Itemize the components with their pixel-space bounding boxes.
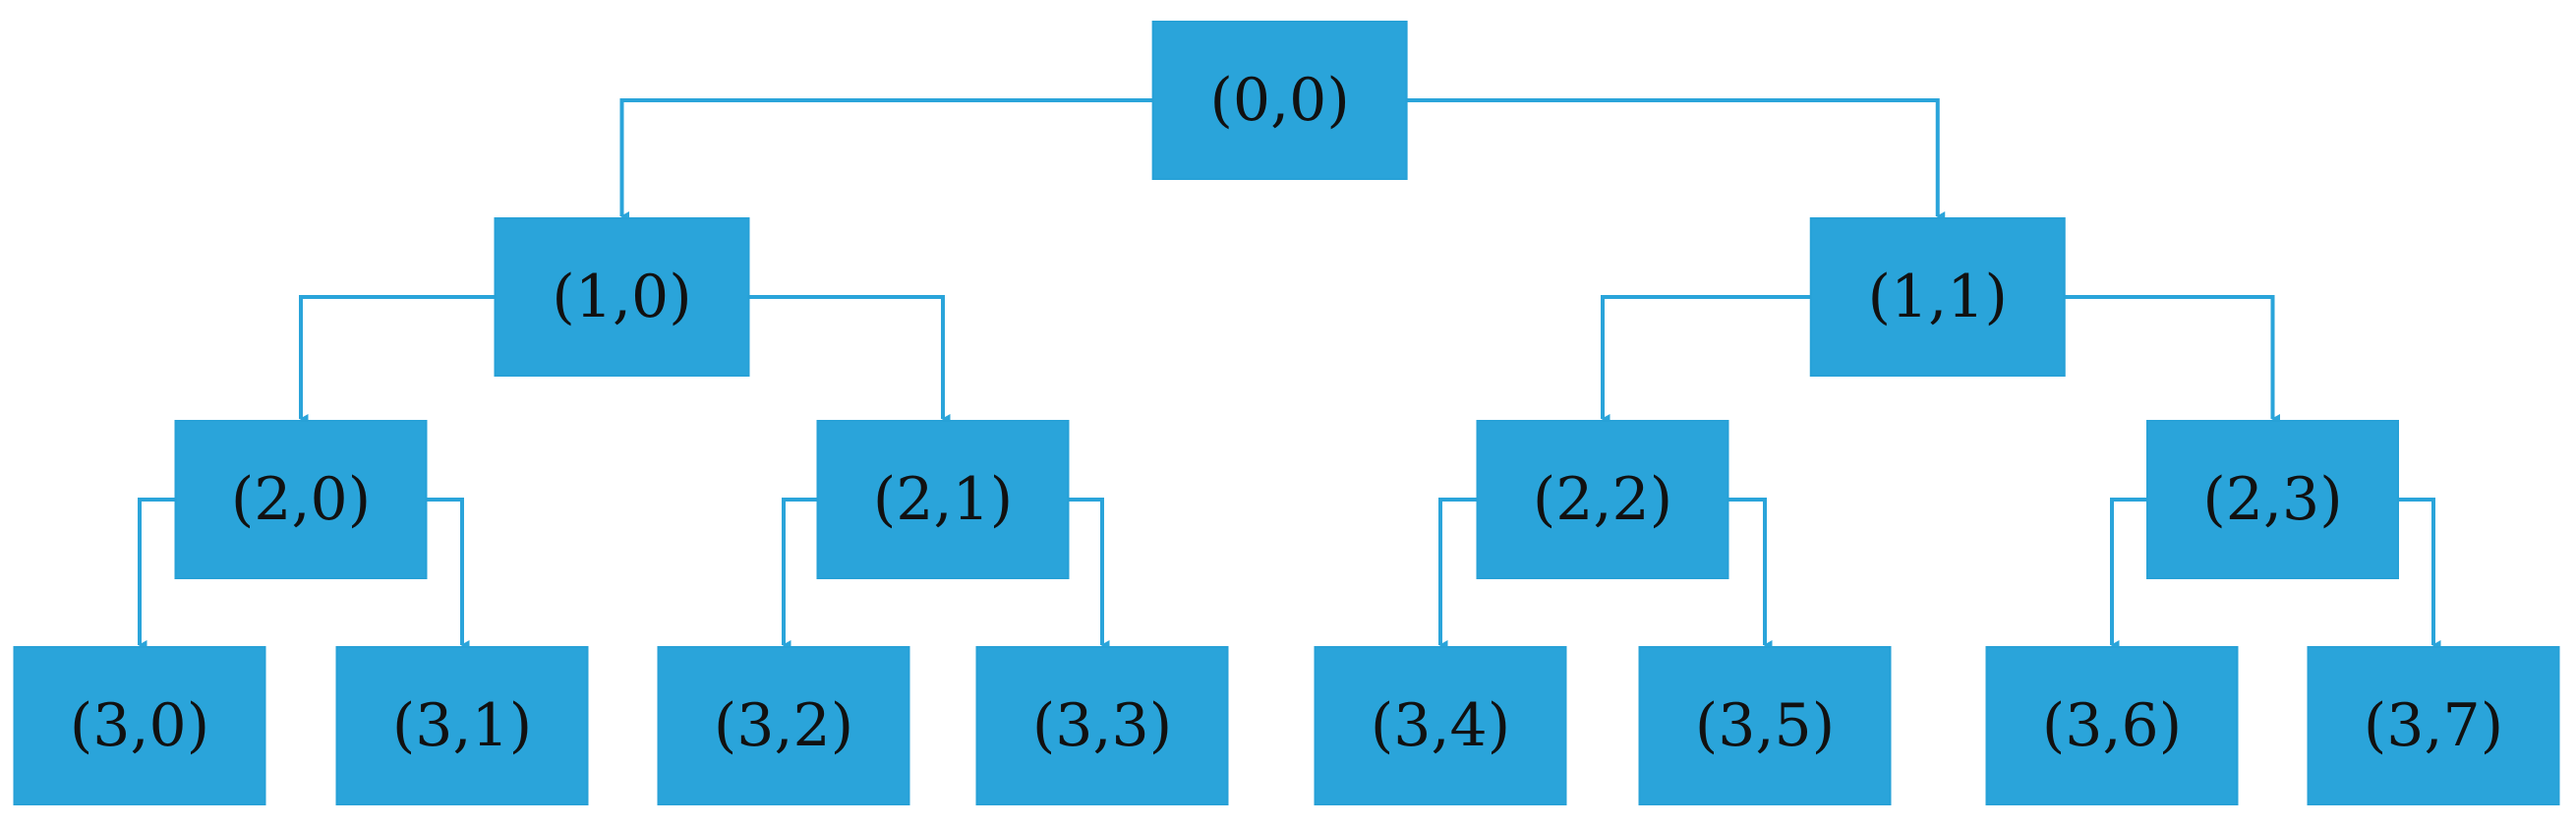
- tree-node-box-3-4: [1314, 646, 1567, 805]
- edge-2-1-to-3-3: [1068, 498, 1110, 650]
- tree-node-3-2: (3,2): [657, 646, 910, 805]
- tree-node-label-2-0: (2,0): [231, 465, 371, 534]
- tree-node-label-3-6: (3,6): [2042, 691, 2182, 760]
- edge-2-2-to-3-5: [1727, 498, 1773, 650]
- edge-1-0-to-2-0: [299, 295, 496, 424]
- tree-node-1-0: (1,0): [494, 217, 750, 377]
- tree-node-1-1: (1,1): [1809, 217, 2066, 377]
- tree-node-box-2-3: [2146, 420, 2399, 579]
- tree-node-3-4: (3,4): [1314, 646, 1567, 805]
- tree-node-label-3-2: (3,2): [714, 691, 853, 760]
- edge-2-3-to-3-6: [2110, 498, 2147, 650]
- tree-node-label-2-3: (2,3): [2202, 465, 2342, 534]
- tree-node-box-3-2: [657, 646, 910, 805]
- tree-node-box-1-1: [1809, 217, 2066, 377]
- tree-node-label-3-0: (3,0): [70, 691, 209, 760]
- tree-node-box-2-1: [816, 420, 1070, 579]
- tree-node-3-7: (3,7): [2307, 646, 2560, 805]
- tree-node-label-3-7: (3,7): [2364, 691, 2503, 760]
- tree-node-label-1-0: (1,0): [552, 263, 691, 331]
- tree-node-box-0-0: [1151, 21, 1408, 180]
- edge-0-0-to-1-1: [1406, 98, 1946, 221]
- edge-1-1-to-2-3: [2064, 295, 2280, 424]
- edge-1-1-to-2-2: [1601, 295, 1811, 424]
- edge-2-1-to-3-2: [782, 498, 818, 650]
- tree-node-2-0: (2,0): [174, 420, 428, 579]
- tree-node-label-2-1: (2,1): [873, 465, 1013, 534]
- tree-node-2-1: (2,1): [816, 420, 1070, 579]
- edge-0-0-to-1-0: [619, 98, 1153, 221]
- edge-2-0-to-3-1: [426, 498, 470, 650]
- tree-nodes: (0,0) (1,0) (1,1) (2,0) (2,1) (2,2) (2,3) (3,0)…: [13, 21, 2560, 805]
- tree-node-label-1-1: (1,1): [1868, 263, 2008, 331]
- tree-node-3-5: (3,5): [1638, 646, 1892, 805]
- tree-node-3-1: (3,1): [335, 646, 589, 805]
- tree-node-box-3-5: [1638, 646, 1892, 805]
- tree-node-label-3-4: (3,4): [1371, 691, 1510, 760]
- tree-node-label-2-2: (2,2): [1533, 465, 1672, 534]
- tree-node-box-1-0: [494, 217, 750, 377]
- tree-node-box-3-1: [335, 646, 589, 805]
- tree-node-3-0: (3,0): [13, 646, 266, 805]
- tree-node-label-3-5: (3,5): [1695, 691, 1835, 760]
- tree-node-box-3-3: [975, 646, 1229, 805]
- tree-node-3-6: (3,6): [1985, 646, 2239, 805]
- tree-node-box-2-2: [1476, 420, 1729, 579]
- tree-node-3-3: (3,3): [975, 646, 1229, 805]
- edge-1-0-to-2-1: [748, 295, 951, 424]
- edge-2-0-to-3-0: [138, 498, 176, 650]
- tree-node-label-3-3: (3,3): [1032, 691, 1172, 760]
- edge-2-2-to-3-4: [1438, 498, 1478, 650]
- tree-node-box-3-0: [13, 646, 266, 805]
- tree-node-0-0: (0,0): [1151, 21, 1408, 180]
- tree-node-2-2: (2,2): [1476, 420, 1729, 579]
- tree-node-box-2-0: [174, 420, 428, 579]
- tree-connectors: [138, 98, 2441, 650]
- edge-2-3-to-3-7: [2398, 498, 2441, 650]
- tree-node-box-3-7: [2307, 646, 2560, 805]
- tree-node-label-3-1: (3,1): [392, 691, 532, 760]
- tree-node-label-0-0: (0,0): [1210, 66, 1350, 135]
- tree-node-box-3-6: [1985, 646, 2239, 805]
- tree-node-2-3: (2,3): [2146, 420, 2399, 579]
